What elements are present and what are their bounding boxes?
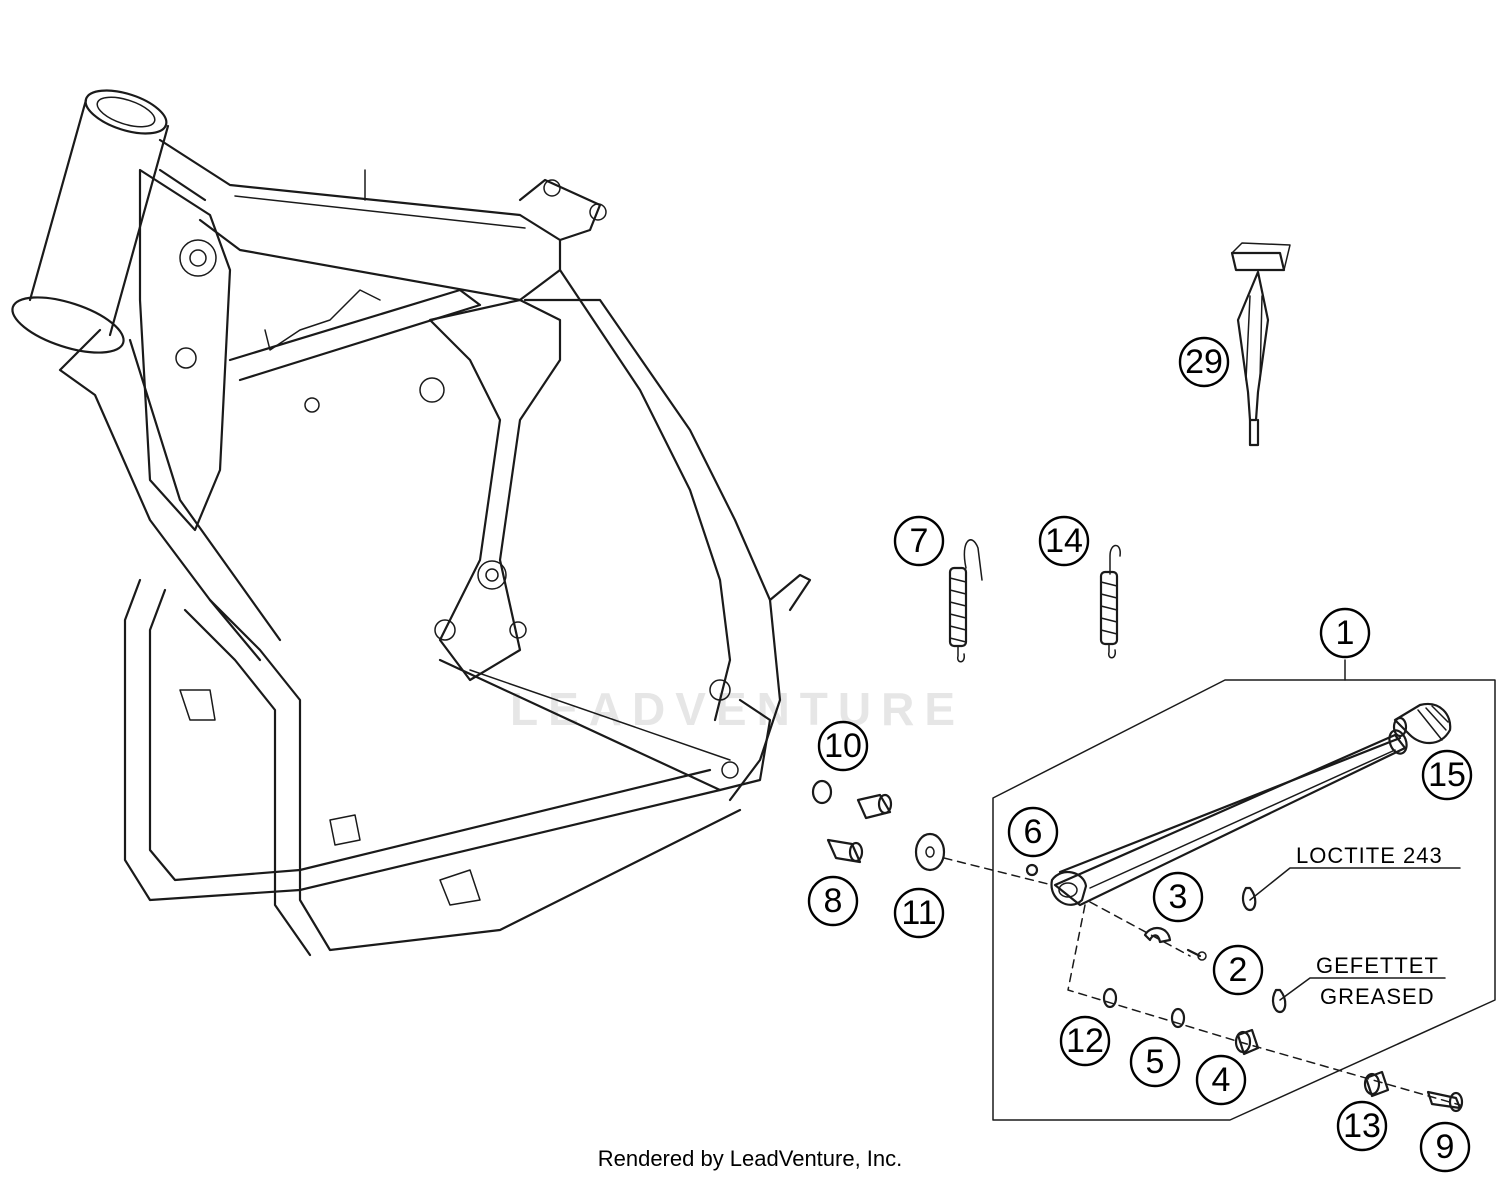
callout-10: 10 [817, 720, 869, 772]
callout-14: 14 [1038, 515, 1090, 567]
loctite-drop-icon [1241, 886, 1257, 912]
assembly-dash-lines [943, 857, 1461, 1106]
svg-text:29: 29 [1185, 343, 1223, 381]
svg-text:15: 15 [1428, 756, 1466, 794]
part-11-washer [914, 832, 946, 872]
part-12-o-ring [1102, 987, 1118, 1009]
svg-text:13: 13 [1343, 1107, 1381, 1145]
svg-text:10: 10 [824, 727, 862, 765]
svg-text:9: 9 [1436, 1128, 1455, 1166]
callout-1: 1 [1319, 607, 1371, 659]
leader-greased [1279, 977, 1446, 1001]
svg-text:7: 7 [910, 522, 929, 560]
part-7-spring [948, 539, 983, 663]
grease-drop-icon [1271, 988, 1287, 1014]
callout-2: 2 [1212, 944, 1264, 996]
callout-11: 11 [893, 887, 945, 939]
part-8-bolt-lower [826, 838, 864, 864]
svg-text:3: 3 [1169, 878, 1188, 916]
callout-9: 9 [1419, 1121, 1471, 1173]
svg-text:12: 12 [1066, 1022, 1104, 1060]
callout-3: 3 [1152, 871, 1204, 923]
part-14-spring [1099, 544, 1121, 659]
part-9-bolt [1426, 1090, 1464, 1113]
part-5-o-ring [1170, 1007, 1186, 1029]
part-4-bushing [1234, 1028, 1260, 1056]
callout-15: 15 [1421, 749, 1473, 801]
callout-12: 12 [1059, 1015, 1111, 1067]
svg-text:5: 5 [1146, 1043, 1165, 1081]
svg-text:1: 1 [1336, 614, 1355, 652]
callout-5: 5 [1129, 1036, 1181, 1088]
svg-text:11: 11 [901, 894, 936, 932]
leader-loctite [1249, 867, 1461, 901]
part-8-bolt-upper [856, 793, 893, 820]
callout-29: 29 [1178, 336, 1230, 388]
note-gefettet: GEFETTET [1316, 953, 1439, 978]
render-credit: Rendered by LeadVenture, Inc. [597, 1146, 903, 1171]
motorcycle-frame [11, 89, 812, 957]
svg-text:4: 4 [1212, 1061, 1231, 1099]
part-15-stand-foot [1392, 702, 1452, 745]
part-3-clip [1143, 927, 1172, 944]
side-stand-leg [1050, 729, 1408, 907]
callout-8: 8 [807, 875, 859, 927]
svg-text:6: 6 [1024, 813, 1043, 851]
svg-text:14: 14 [1045, 522, 1083, 560]
callout-6: 6 [1007, 806, 1059, 858]
callout-4: 4 [1195, 1054, 1247, 1106]
svg-text:8: 8 [824, 882, 843, 920]
part-29-tool [1230, 242, 1291, 447]
callout-7: 7 [893, 515, 945, 567]
steering-head-tube [11, 89, 170, 354]
note-greased: GREASED [1320, 984, 1435, 1009]
part-13-bushing [1363, 1070, 1390, 1098]
note-loctite: LOCTITE 243 [1296, 843, 1443, 868]
svg-text:2: 2 [1229, 951, 1248, 989]
part-2-screw [1186, 948, 1207, 961]
callout-13: 13 [1336, 1100, 1388, 1152]
assembly-box-outline [992, 679, 1496, 1121]
part-6-nut [1025, 863, 1039, 877]
watermark-text: LEADVENTURE [510, 683, 965, 735]
part-10-o-ring [811, 779, 833, 805]
